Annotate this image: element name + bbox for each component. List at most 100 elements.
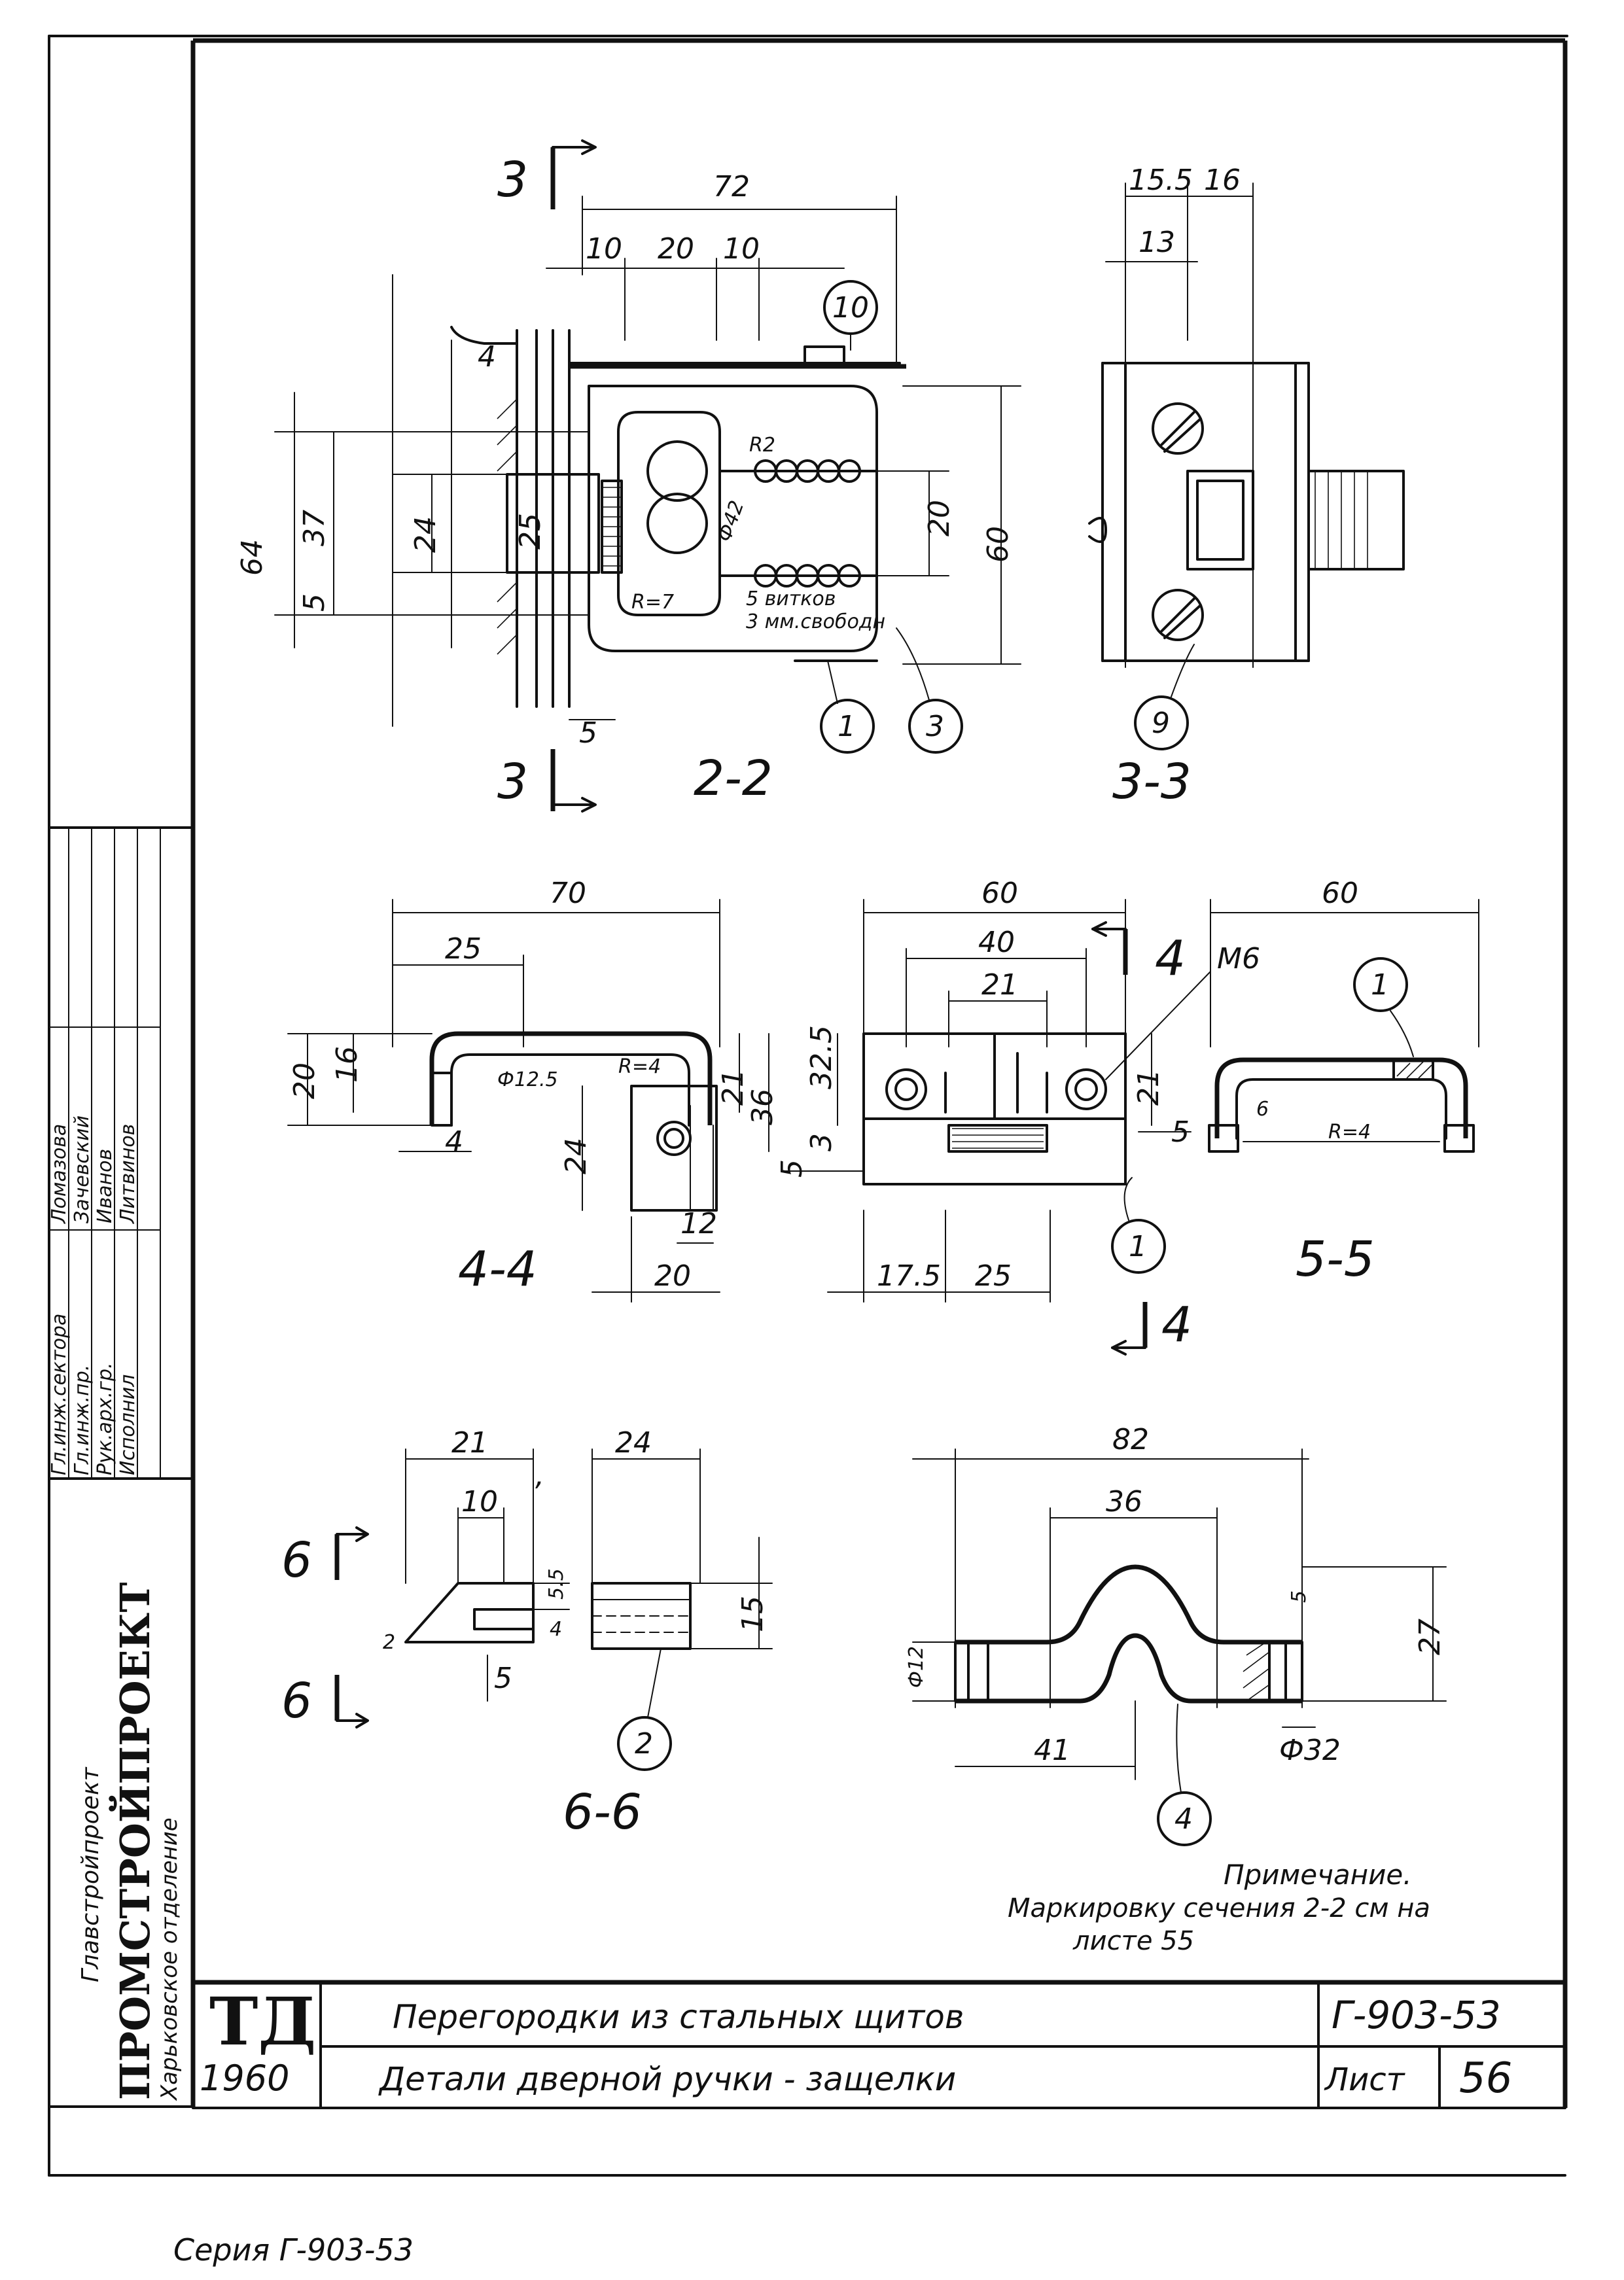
dim-13: 13 xyxy=(1139,226,1175,259)
dim-36-44: 36 xyxy=(746,1089,779,1125)
dim-10a: 10 xyxy=(586,232,622,266)
dim-16-44: 16 xyxy=(330,1046,364,1083)
dim-21-right: 21 xyxy=(1132,1069,1165,1106)
callout-10: 10 xyxy=(832,291,869,324)
role-2: Гл.инж.пр. xyxy=(71,1365,94,1475)
callout-3: 3 xyxy=(926,710,944,743)
cut-3-top: 3 xyxy=(497,152,528,208)
dim-5-front: 5 xyxy=(775,1159,809,1178)
section-2-2-label: 2-2 xyxy=(694,750,773,807)
callout-1-front: 1 xyxy=(1129,1230,1147,1263)
dim-d32: Ф32 xyxy=(1279,1734,1341,1767)
label-r7: R=7 xyxy=(631,591,674,614)
cut-3-bottom: 3 xyxy=(497,754,528,810)
sheet-label: Лист xyxy=(1324,2061,1406,2098)
dim-82: 82 xyxy=(1112,1423,1149,1456)
dim-4: 4 xyxy=(478,340,496,374)
label-turns-1: 5 витков xyxy=(746,588,836,610)
dim-25: 25 xyxy=(514,513,547,550)
section-6-6: 21 10 5.5 4 2 5 6 6 , 24 15 xyxy=(281,1426,773,1840)
dim-r4-55: R=4 xyxy=(1328,1121,1371,1144)
cut-6-bottom: 6 xyxy=(281,1673,312,1729)
side-block: Гл.инж.сектора Гл.инж.пр. Рук.арх.гр. Ис… xyxy=(48,826,194,2108)
title-block: ТД 1960 Перегородки из стальных щитов Де… xyxy=(192,1980,1566,2109)
note-line-1: Маркировку сечения 2-2 см на xyxy=(1008,1893,1430,1923)
section-6-6-label: 6-6 xyxy=(563,1784,642,1840)
dim-d12-5: Ф12.5 xyxy=(497,1068,558,1091)
dim-d12-pt4: Ф12 xyxy=(905,1646,928,1688)
dim-41: 41 xyxy=(1034,1734,1070,1767)
dim-64: 64 xyxy=(236,539,269,576)
section-5-5-label: 5-5 xyxy=(1296,1231,1375,1288)
dim-20-44: 20 xyxy=(288,1062,321,1099)
dim-25-44: 25 xyxy=(445,932,482,966)
sheet-frame xyxy=(48,35,1568,2177)
dim-5-66: 5 xyxy=(494,1662,512,1695)
dim-5-left: 5 xyxy=(298,593,331,612)
dim-3: 3 xyxy=(805,1133,838,1151)
dim-60-front: 60 xyxy=(981,877,1018,910)
dim-5-bottom: 5 xyxy=(579,716,597,750)
dim-25-front: 25 xyxy=(975,1259,1012,1293)
org-top: Главстройпроект xyxy=(77,1766,104,1982)
dim-27: 27 xyxy=(1413,1619,1447,1655)
section-latch-front: 60 40 21 32.5 3 5 21 M6 5 4 xyxy=(775,877,1260,1356)
dim-72: 72 xyxy=(713,170,750,203)
dim-15-5: 15.5 xyxy=(1129,164,1193,197)
note-heading: Примечание. xyxy=(1224,1859,1412,1891)
title-sub: Детали дверной ручки - защелки xyxy=(378,2060,956,2098)
cut-6-top: 6 xyxy=(281,1532,312,1588)
dim-15-66: 15 xyxy=(736,1596,769,1632)
dim-10-66: 10 xyxy=(461,1485,498,1518)
dim-24: 24 xyxy=(409,516,442,553)
section-3-3-label: 3-3 xyxy=(1112,754,1192,810)
dim-6-55: 6 xyxy=(1256,1098,1269,1121)
sheet-number: 56 xyxy=(1459,2054,1512,2103)
org-main: ПРОМСТРОЙПРОЕКТ xyxy=(109,1583,159,2100)
dim-70: 70 xyxy=(550,877,586,910)
label-m6: M6 xyxy=(1217,942,1260,975)
dim-5b-front: 5 xyxy=(1171,1115,1190,1149)
dim-40: 40 xyxy=(978,926,1015,959)
cut-4-top: 4 xyxy=(1155,930,1186,987)
label-turns-2: 3 мм.свободн xyxy=(746,610,885,633)
dim-24-44: 24 xyxy=(559,1138,593,1174)
comma-sep: , xyxy=(535,1459,544,1492)
callout-1-55: 1 xyxy=(1371,968,1389,1002)
series-footer: Серия Г-903-53 xyxy=(173,2232,414,2268)
dim-32-5: 32.5 xyxy=(805,1025,838,1089)
section-3-3: 15.5 16 13 9 3-3 xyxy=(1088,164,1405,810)
dim-24-66: 24 xyxy=(615,1426,652,1460)
dim-10b: 10 xyxy=(723,232,760,266)
dim-21-front: 21 xyxy=(981,968,1018,1002)
dim-r4-44: R=4 xyxy=(618,1055,661,1078)
section-4-4: 70 25 Ф12.5 R=4 20 16 4 24 21 36 12 20 4… xyxy=(287,877,779,1303)
dim-12-44: 12 xyxy=(680,1207,717,1240)
name-4: Литвинов xyxy=(116,1124,139,1224)
callout-1: 1 xyxy=(838,710,856,743)
spring-top xyxy=(754,459,861,483)
dim-4-44: 4 xyxy=(445,1125,463,1159)
label-r2: R2 xyxy=(749,434,775,457)
name-2: Зачевский xyxy=(71,1115,94,1223)
org-sub: Харьковское отделение xyxy=(156,1817,183,2101)
dim-37: 37 xyxy=(298,510,331,546)
title-main: Перегородки из стальных щитов xyxy=(393,1998,964,2036)
spring-bottom xyxy=(754,564,861,588)
label-d42: Ф42 xyxy=(713,498,749,545)
dim-36-pt4: 36 xyxy=(1106,1485,1142,1518)
name-3: Иванов xyxy=(94,1149,116,1223)
note-block: Примечание. Маркировку сечения 2-2 см на… xyxy=(1008,1859,1430,1956)
dim-20: 20 xyxy=(658,232,694,266)
dim-2-66: 2 xyxy=(383,1631,395,1654)
cut-4-bottom: 4 xyxy=(1161,1297,1192,1353)
role-4: Исполнил xyxy=(116,1375,139,1475)
year: 1960 xyxy=(200,2058,289,2099)
section-4-4-label: 4-4 xyxy=(458,1241,537,1297)
callout-9: 9 xyxy=(1152,707,1170,740)
callout-2: 2 xyxy=(635,1727,653,1761)
dim-5-pt4: 5 xyxy=(1288,1590,1311,1603)
role-3: Рук.арх.гр. xyxy=(94,1362,116,1475)
part-4-bracket: 82 36 Ф12 27 5 41 Ф32 4 xyxy=(905,1423,1447,1846)
